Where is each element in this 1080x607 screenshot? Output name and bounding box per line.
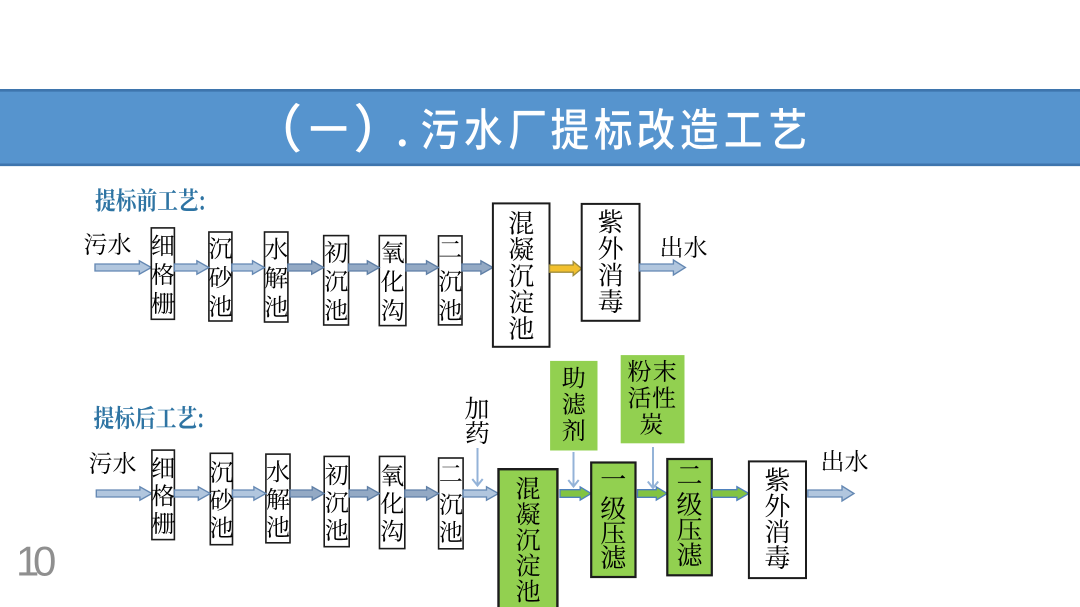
svg-text:0: 0: [33, 538, 56, 585]
svg-text:1: 1: [16, 538, 39, 585]
